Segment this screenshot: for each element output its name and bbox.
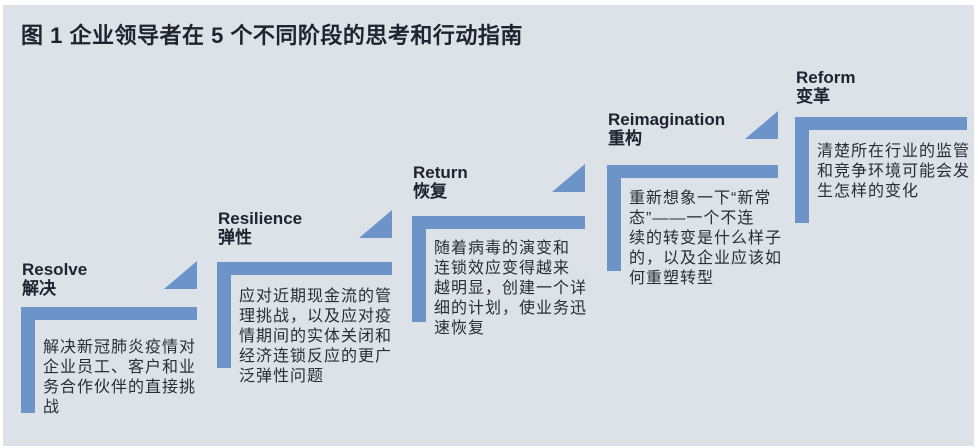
figure-title: 图 1 企业领导者在 5 个不同阶段的思考和行动指南 bbox=[21, 23, 523, 48]
stage-header: Resolve 解决 bbox=[22, 260, 87, 298]
stage-bar-vertical bbox=[607, 165, 621, 271]
stage-name-zh: 变革 bbox=[796, 87, 830, 106]
stage-bar-horizontal bbox=[217, 262, 392, 275]
stage-name-en: Return bbox=[413, 163, 468, 182]
stage-header: Resilience 弹性 bbox=[218, 209, 302, 247]
stage-description: 应对近期现金流的管 理挑战，以及应对疫 情期间的实体关闭和 经济连锁反应的更广 … bbox=[239, 288, 393, 385]
stage-header: Return 恢复 bbox=[413, 163, 468, 201]
stage-bar-vertical bbox=[217, 262, 231, 368]
stage-name-zh: 重构 bbox=[608, 129, 642, 148]
stage-name-en: Reimagination bbox=[608, 110, 726, 129]
stage-header: Reimagination 重构 bbox=[608, 110, 725, 148]
stage-description: 解决新冠肺炎疫情对 企业员工、客户和业 务合作伙伴的直接挑 战 bbox=[43, 339, 197, 416]
stage-name-zh: 解决 bbox=[22, 279, 56, 298]
stage-name-zh: 弹性 bbox=[218, 228, 252, 247]
stage-name-en: Resolve bbox=[22, 260, 88, 279]
stage-bar-horizontal bbox=[607, 165, 778, 178]
stage-name-en: Resilience bbox=[218, 209, 303, 228]
stage-bar-vertical bbox=[795, 117, 809, 223]
stage-description: 清楚所在行业的监管 和竞争环境可能会发 生怎样的变化 bbox=[817, 143, 971, 200]
stage-name-en: Reform bbox=[796, 68, 856, 87]
stage-header: Reform 变革 bbox=[796, 68, 856, 106]
stage-bar-horizontal bbox=[21, 307, 197, 320]
stage-description: 随着病毒的演变和 连锁效应变得越来 越明显，创建一个详 细的计划，使业务迅 速恢… bbox=[434, 240, 588, 337]
stage-name-zh: 恢复 bbox=[413, 182, 447, 201]
stage-bar-horizontal bbox=[795, 117, 967, 130]
stage-bar-vertical bbox=[412, 216, 426, 322]
stage-bar-horizontal bbox=[412, 216, 585, 229]
stage-bar-vertical bbox=[21, 307, 35, 413]
stage-description: 重新想象一下“新常 态”——一个不连 续的转变是什么样子 的，以及企业应该如 何… bbox=[629, 190, 783, 287]
